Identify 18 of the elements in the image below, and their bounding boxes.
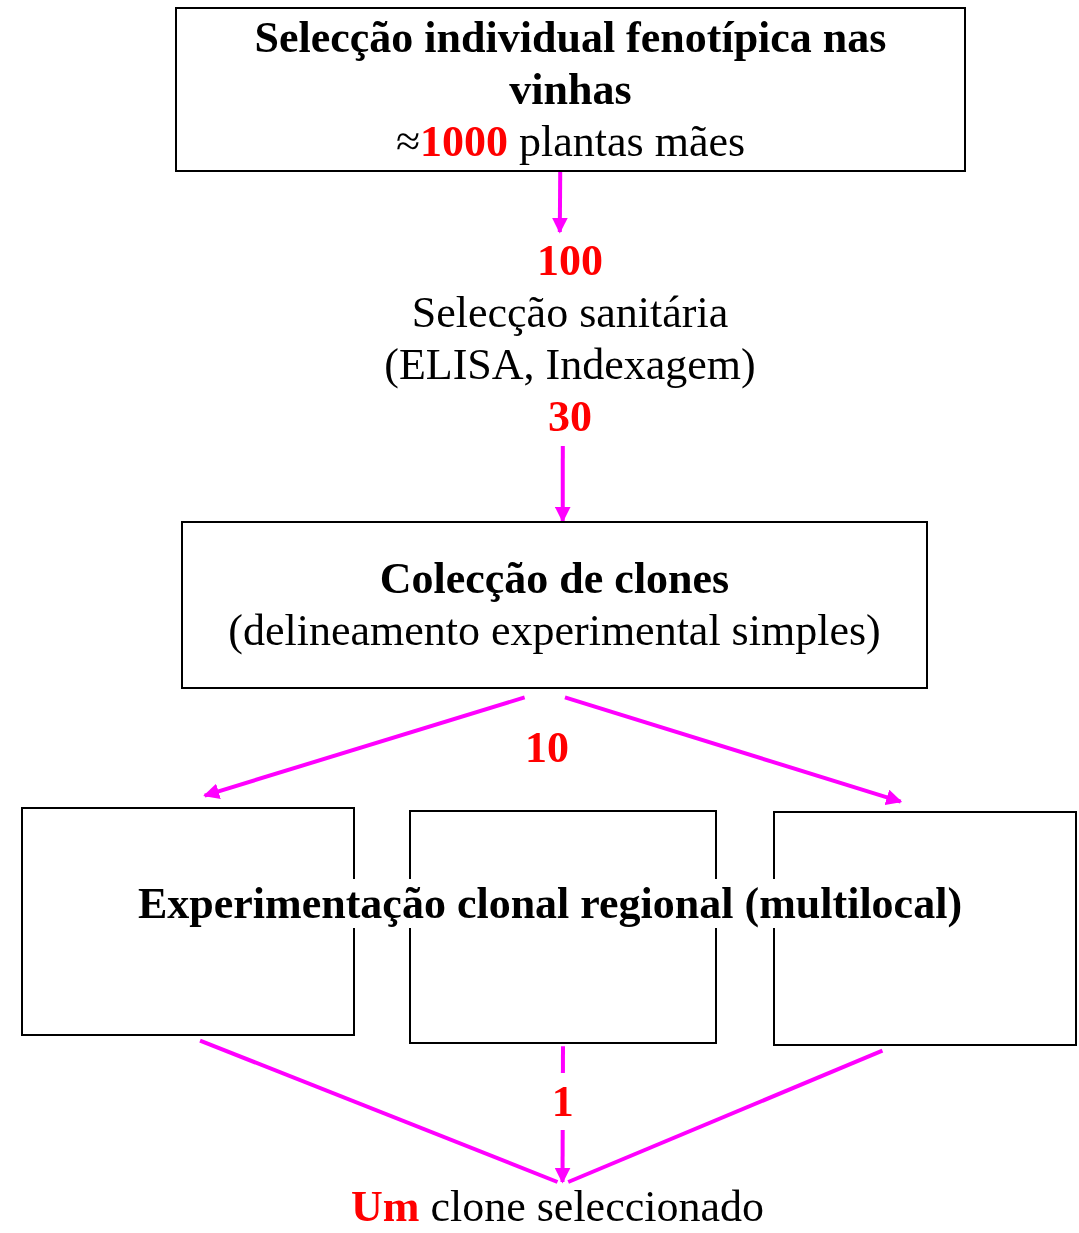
box-heading: Colecção de clones [379,553,730,605]
connector-line [199,1038,559,1184]
stage-label: Experimentação clonal regional (multilocal) [137,879,963,928]
arrow [564,695,903,805]
process-box [175,7,966,172]
step-text: (ELISA, Indexagem) [384,339,756,391]
step-text: (delineamento experimental simples) [228,605,881,657]
step-text: Selecção sanitária [411,287,729,339]
process-box [181,521,928,689]
arrow [203,695,526,799]
count-number: 30 [548,391,592,443]
step-text: Um clone seleccionado [351,1181,764,1233]
connector-line [567,1048,884,1184]
arrow [551,172,568,234]
step-text: ≈1000 plantas mães [395,115,746,168]
count-number: 10 [525,723,569,772]
count-number: 100 [537,235,603,287]
arrow [554,446,571,523]
